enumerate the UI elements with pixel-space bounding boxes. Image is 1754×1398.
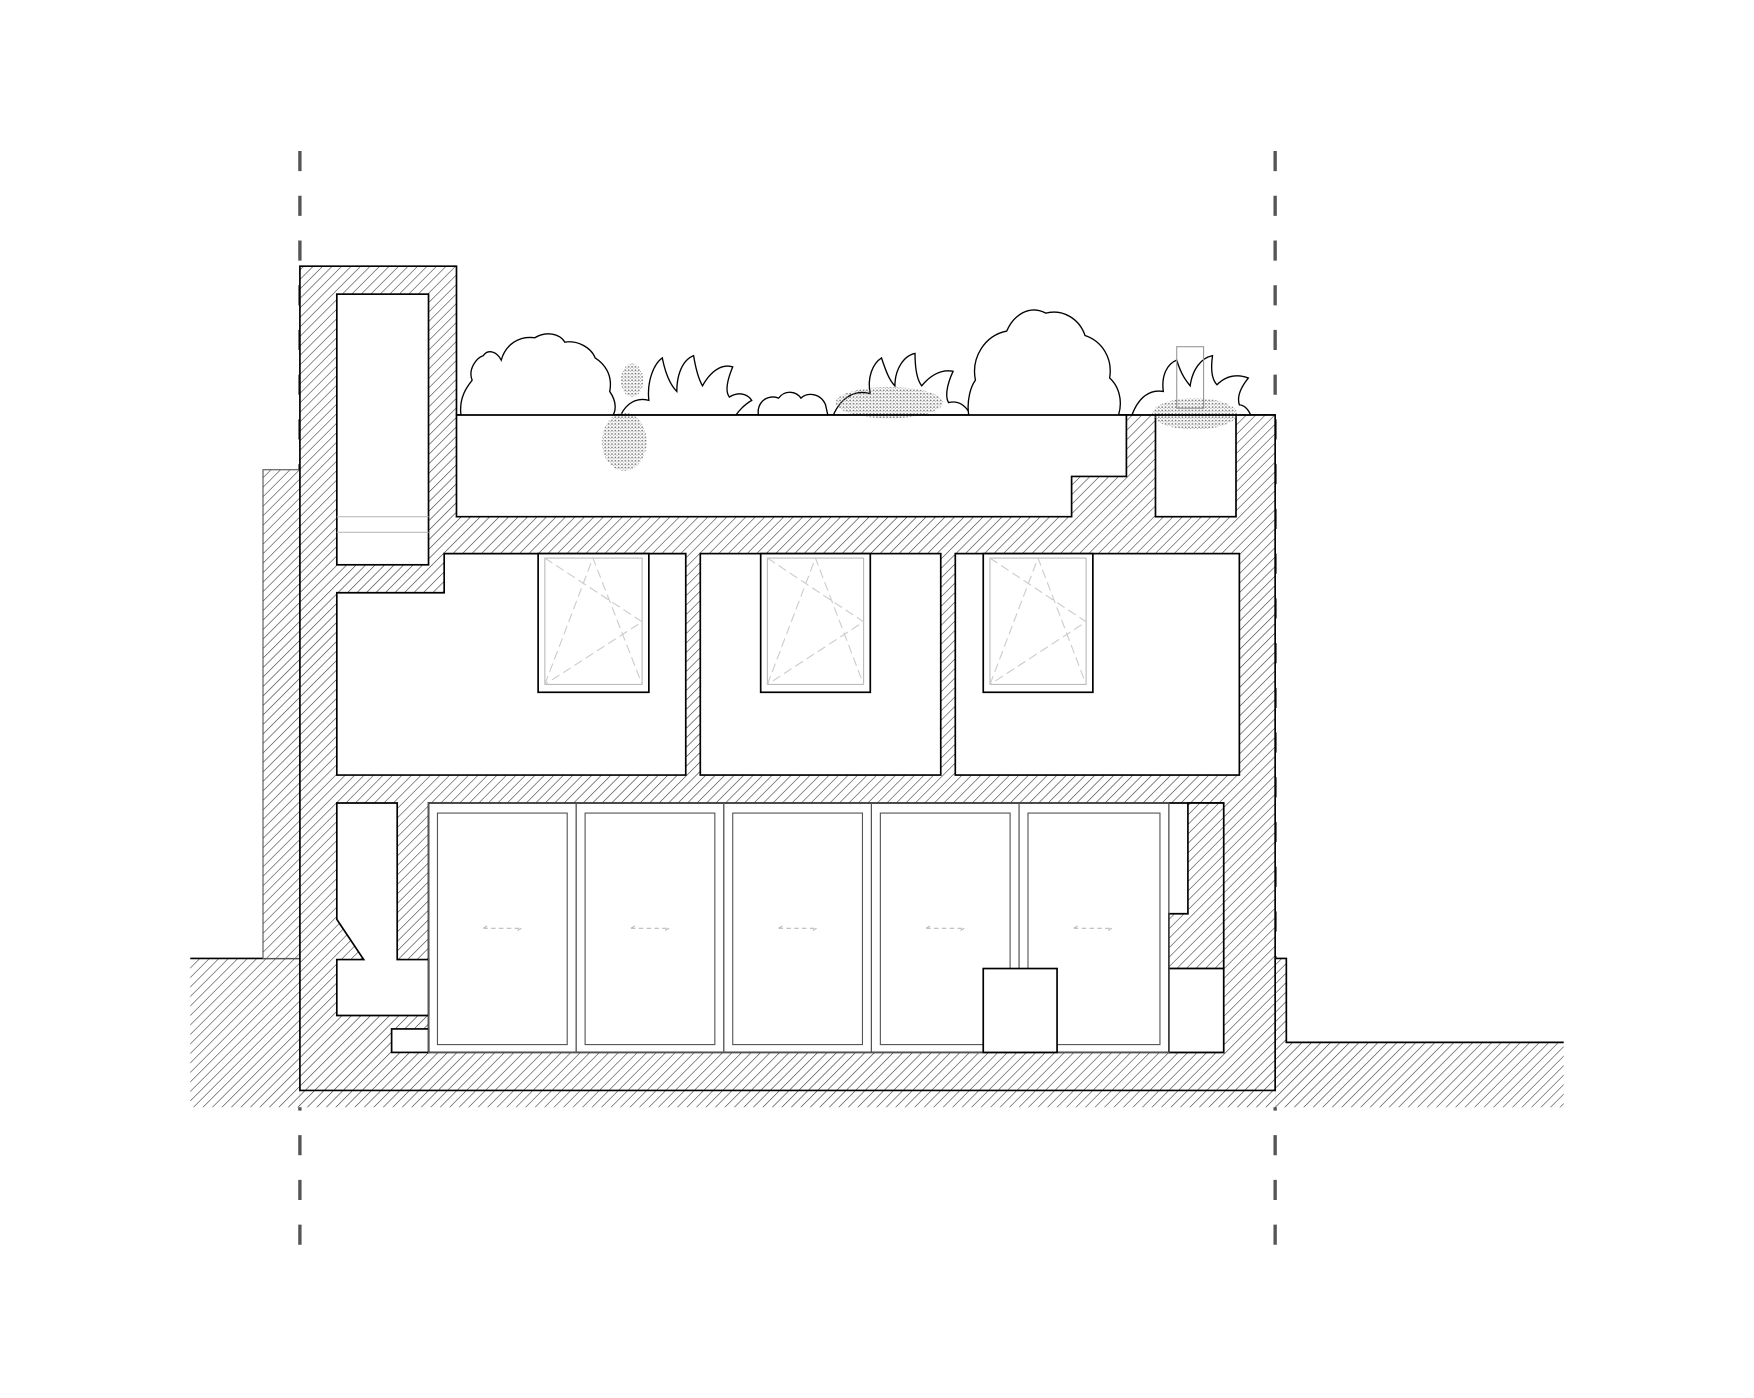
ground-floor-niche [390, 1028, 430, 1054]
roof-planter-void [1154, 414, 1237, 518]
stair-tower-void [335, 293, 430, 566]
window-3 [982, 552, 1094, 694]
shrub-3 [967, 309, 1121, 416]
ground-floor-left-room [335, 802, 430, 1017]
shrub-1 [459, 333, 616, 416]
ground-right [1275, 958, 1564, 1108]
shrub-2 [757, 391, 829, 416]
roof-plants [459, 309, 1252, 471]
ground-under-slab [299, 1090, 1276, 1108]
sliding-door-panels [427, 802, 1170, 1053]
low-cabinet [982, 967, 1058, 1054]
ground-floor-space [427, 802, 1225, 1054]
agave-1 [619, 354, 753, 416]
window-1 [537, 552, 650, 694]
neighbour-wall [262, 469, 301, 960]
upper-windows [537, 552, 1094, 694]
foliage-stipple [601, 363, 1238, 471]
roof-garden-void [455, 414, 1128, 518]
door-panel-5 [1018, 802, 1170, 1053]
agave-3 [1131, 354, 1252, 416]
ground-left [190, 958, 300, 1108]
ground [190, 957, 1564, 1108]
cabinet-right [1168, 967, 1225, 1054]
window-2 [759, 552, 872, 694]
